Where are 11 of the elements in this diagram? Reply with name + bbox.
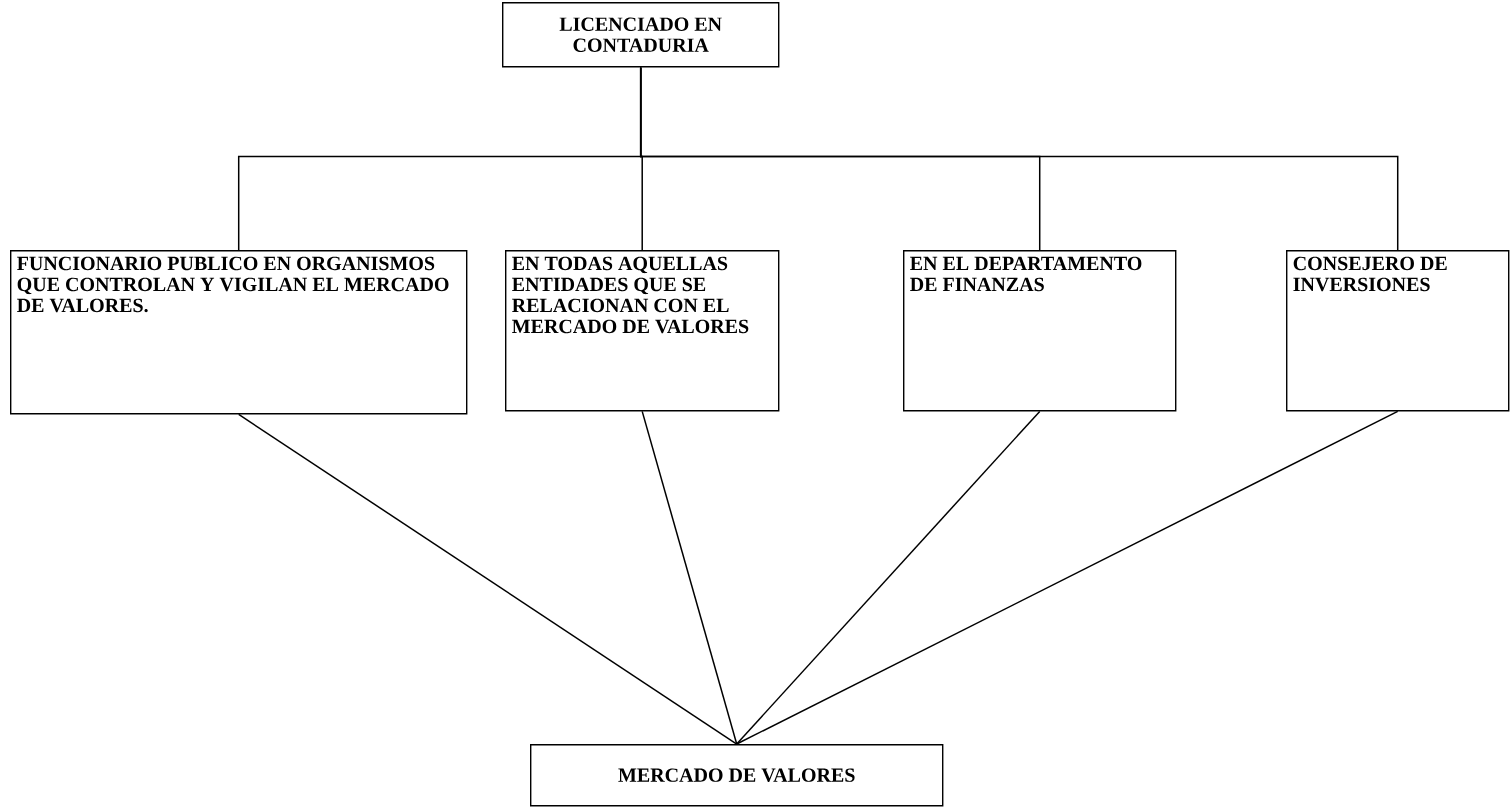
connector-line [237,413,738,745]
connector-line [641,410,738,745]
text-box: CONSEJERO DE INVERSIONES [1286,250,1510,412]
result-box: MERCADO DE VALORES [530,744,944,807]
connector-line [735,410,1041,745]
connector-line [735,410,1399,745]
text-box: FUNCIONARIO PUBLICO EN ORGANISMOS QUE CONTROLAN Y VIGILAN EL MERCADO DE VALORES. [10,250,468,415]
connector-line [639,66,1399,251]
text-box: EN TODAS AQUELLAS ENTIDADES QUE SE RELACIONAN CON EL MERCADO DE VALORES [505,250,780,412]
title-box: LICENCIADO EN CONTADURIA [502,2,780,68]
text-box: EN EL DEPARTAMENTO DE FINANZAS [903,250,1177,412]
